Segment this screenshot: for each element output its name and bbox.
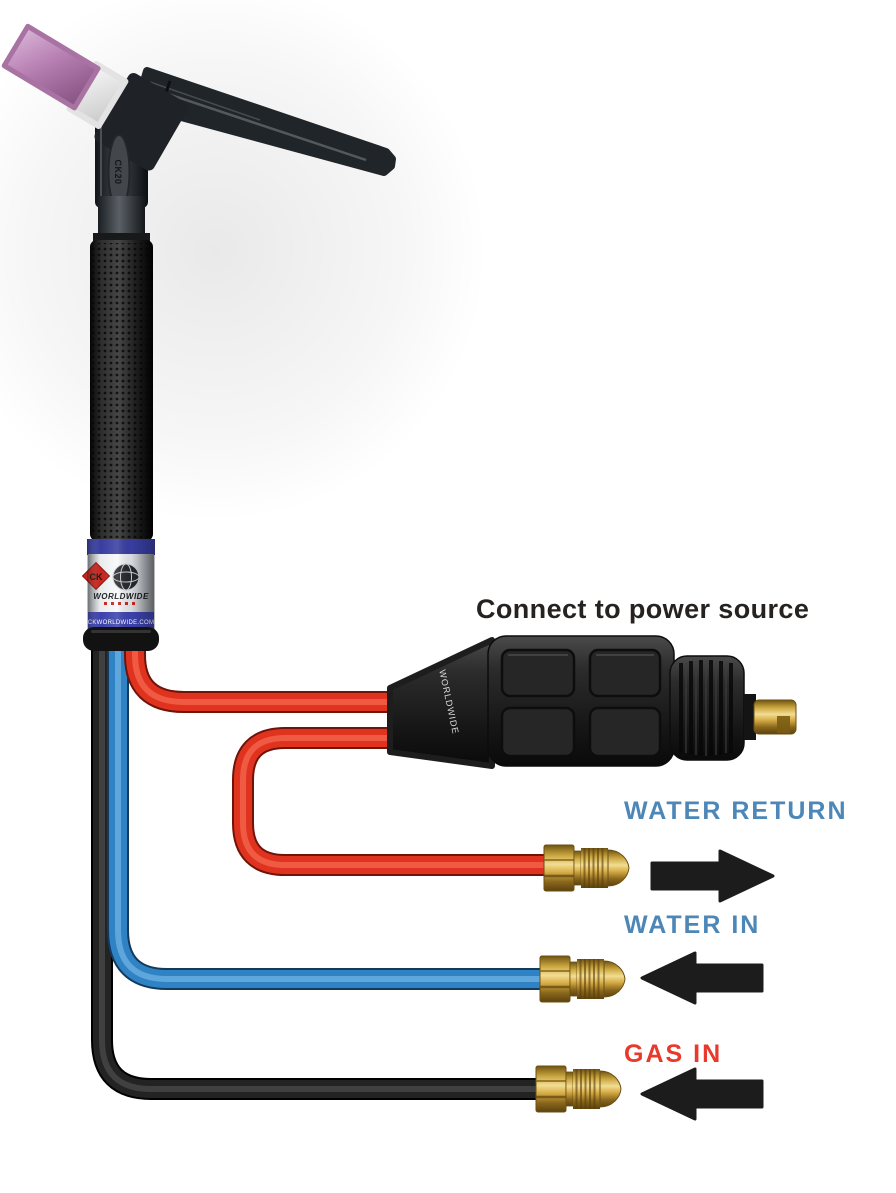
water-return-fitting: [542, 843, 631, 893]
tig-torch: CK20 CK WORLDWIDE: [1, 23, 396, 651]
model-marking-text: CK20: [113, 159, 123, 184]
collar-highlight: [91, 630, 151, 633]
power-connector: WORLDWIDE: [387, 635, 797, 769]
connector-pin-collar: [744, 694, 756, 740]
power-source-label: Connect to power source: [476, 594, 810, 624]
connector-brass-pin: [753, 699, 797, 735]
power-cable: [124, 640, 430, 713]
arrow-right-icon: [650, 849, 775, 903]
torch-neck: [98, 196, 145, 240]
water-in-fitting: [538, 954, 627, 1004]
torch-ceramic-nozzle: [1, 23, 101, 111]
gas-hose: [91, 640, 560, 1100]
handle-knurl-texture: [92, 243, 151, 538]
water-in-label: WATER IN: [624, 911, 761, 939]
water-in-hose: [107, 640, 565, 990]
water-return-label: WATER RETURN: [624, 797, 848, 825]
label-cylinder-shading: [87, 539, 155, 630]
water-return-hose: [232, 727, 562, 876]
gas-in-fitting: [534, 1064, 623, 1114]
arrow-left-icon: [640, 1067, 764, 1121]
gas-in-label: GAS IN: [624, 1040, 723, 1068]
connector-strain-relief-cone: [387, 637, 495, 769]
connector-molded-pads: [500, 648, 662, 758]
arrow-left-icon: [640, 951, 764, 1005]
connector-ribbed-knob: [669, 655, 745, 761]
back-cap-highlight: [161, 90, 367, 162]
